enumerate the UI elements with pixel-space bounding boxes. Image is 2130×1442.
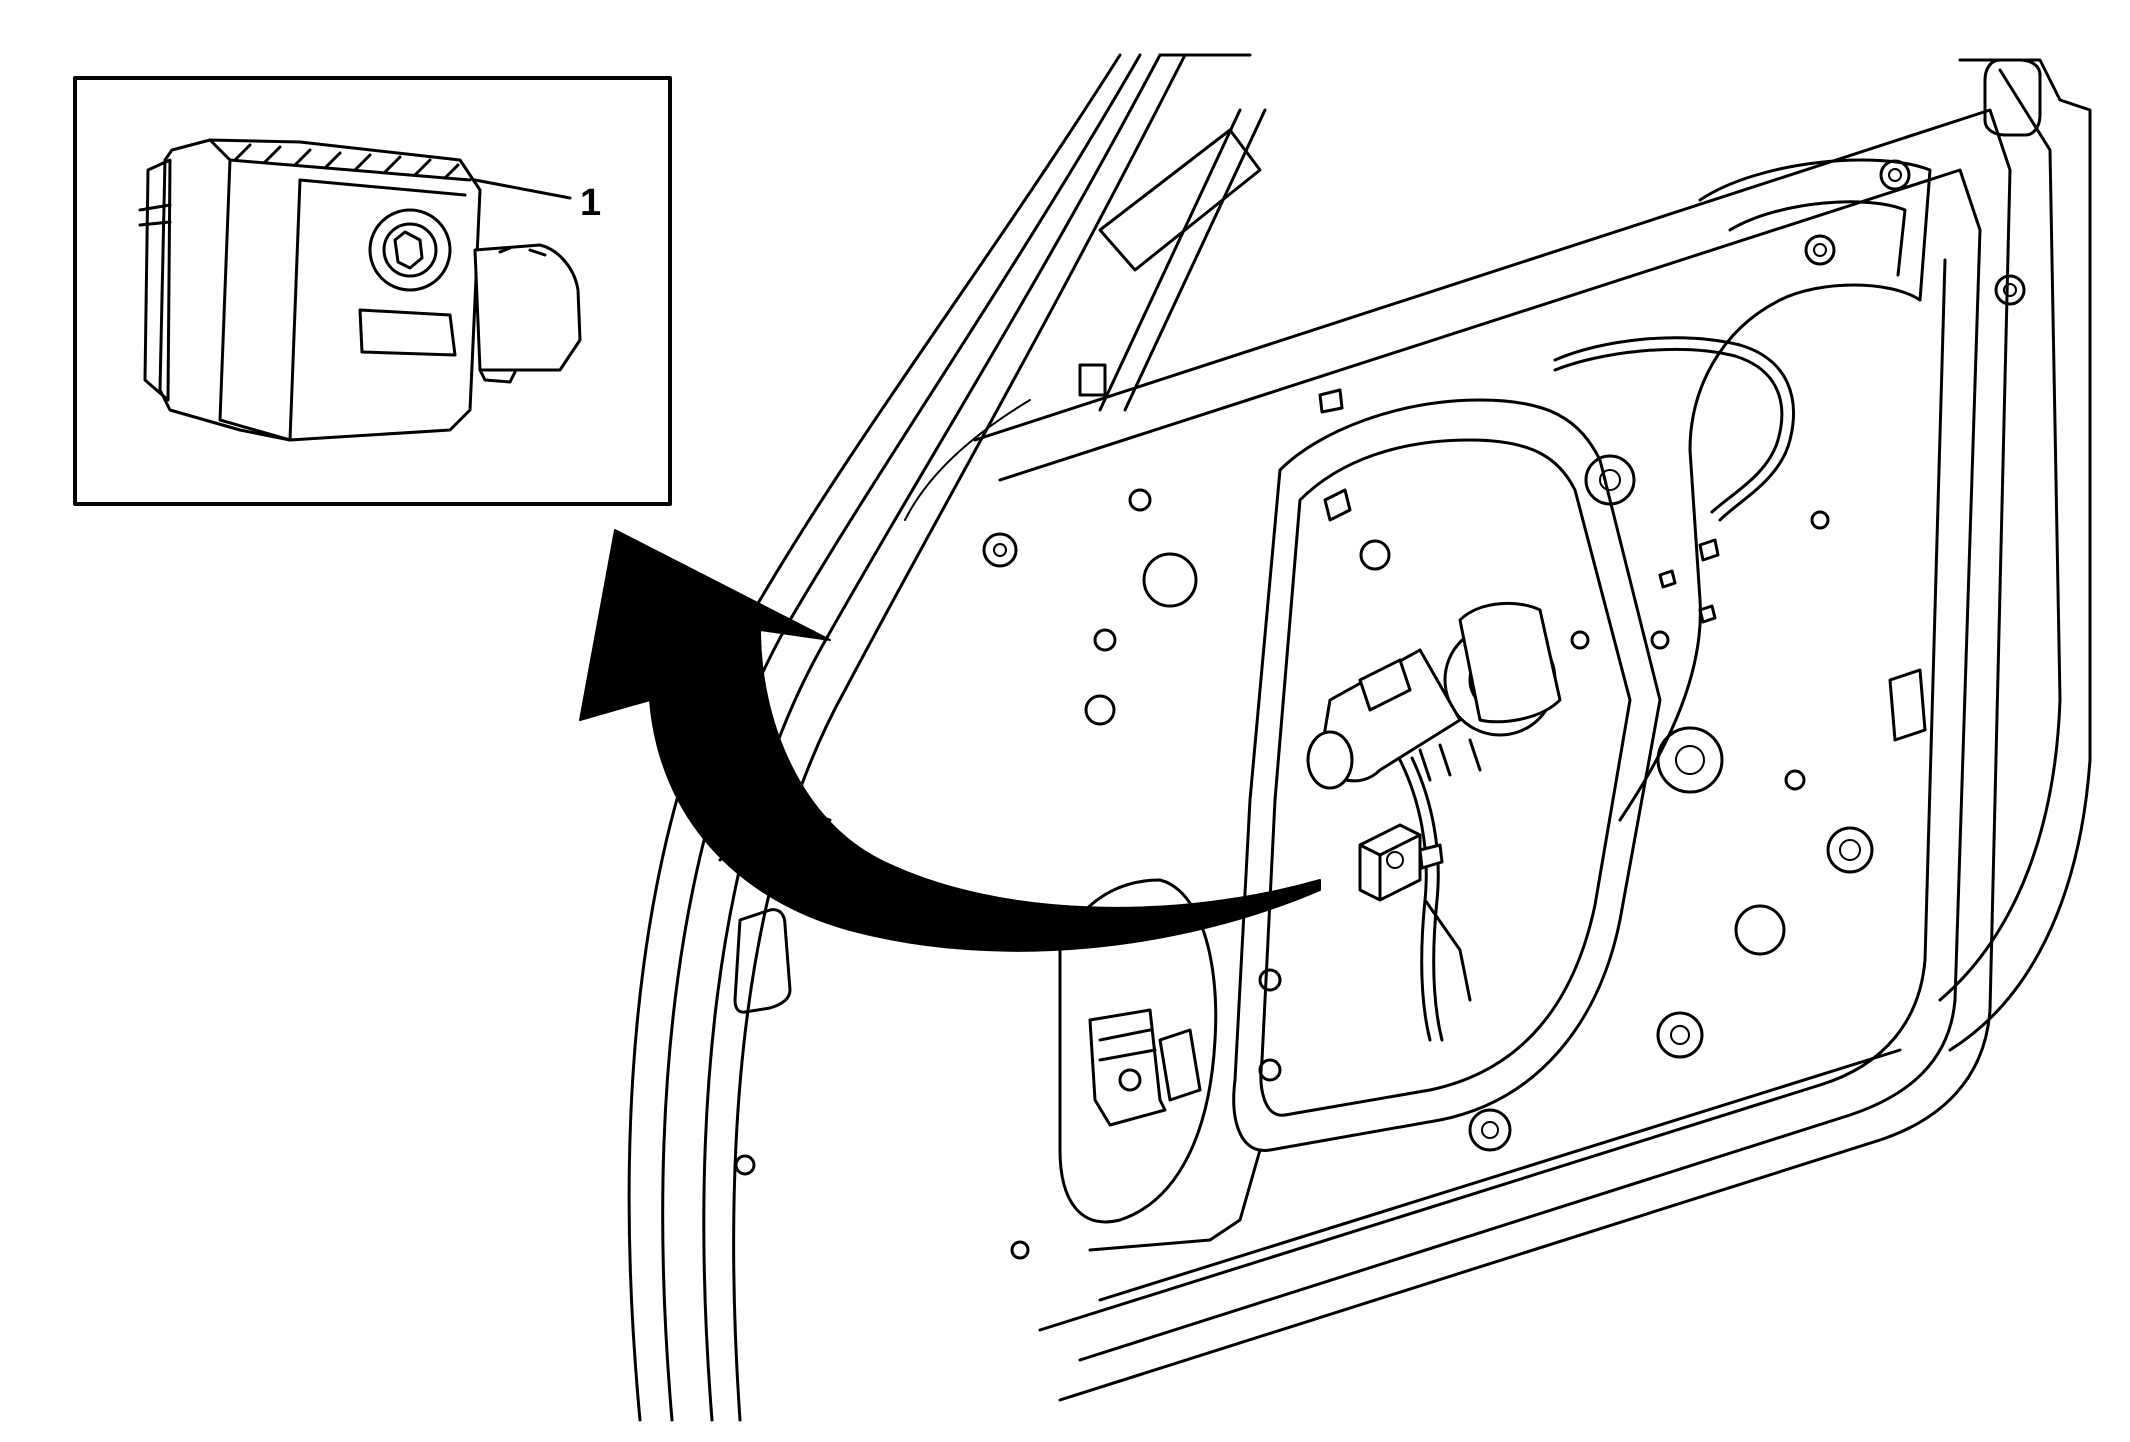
callout-label-1: 1 — [580, 182, 602, 224]
door-latch — [1058, 878, 1218, 1224]
door-panel-opening — [1232, 158, 1932, 1152]
fasteners — [734, 159, 2026, 1260]
inner-door-panel — [973, 58, 2092, 1402]
window-channel — [1078, 108, 1267, 412]
regulator-cable — [1398, 336, 1795, 1042]
removal-direction-arrow — [579, 529, 1321, 952]
detail-inset — [73, 76, 672, 506]
window-regulator-motor — [1306, 601, 1562, 790]
side-impact-sensor — [1358, 823, 1444, 902]
